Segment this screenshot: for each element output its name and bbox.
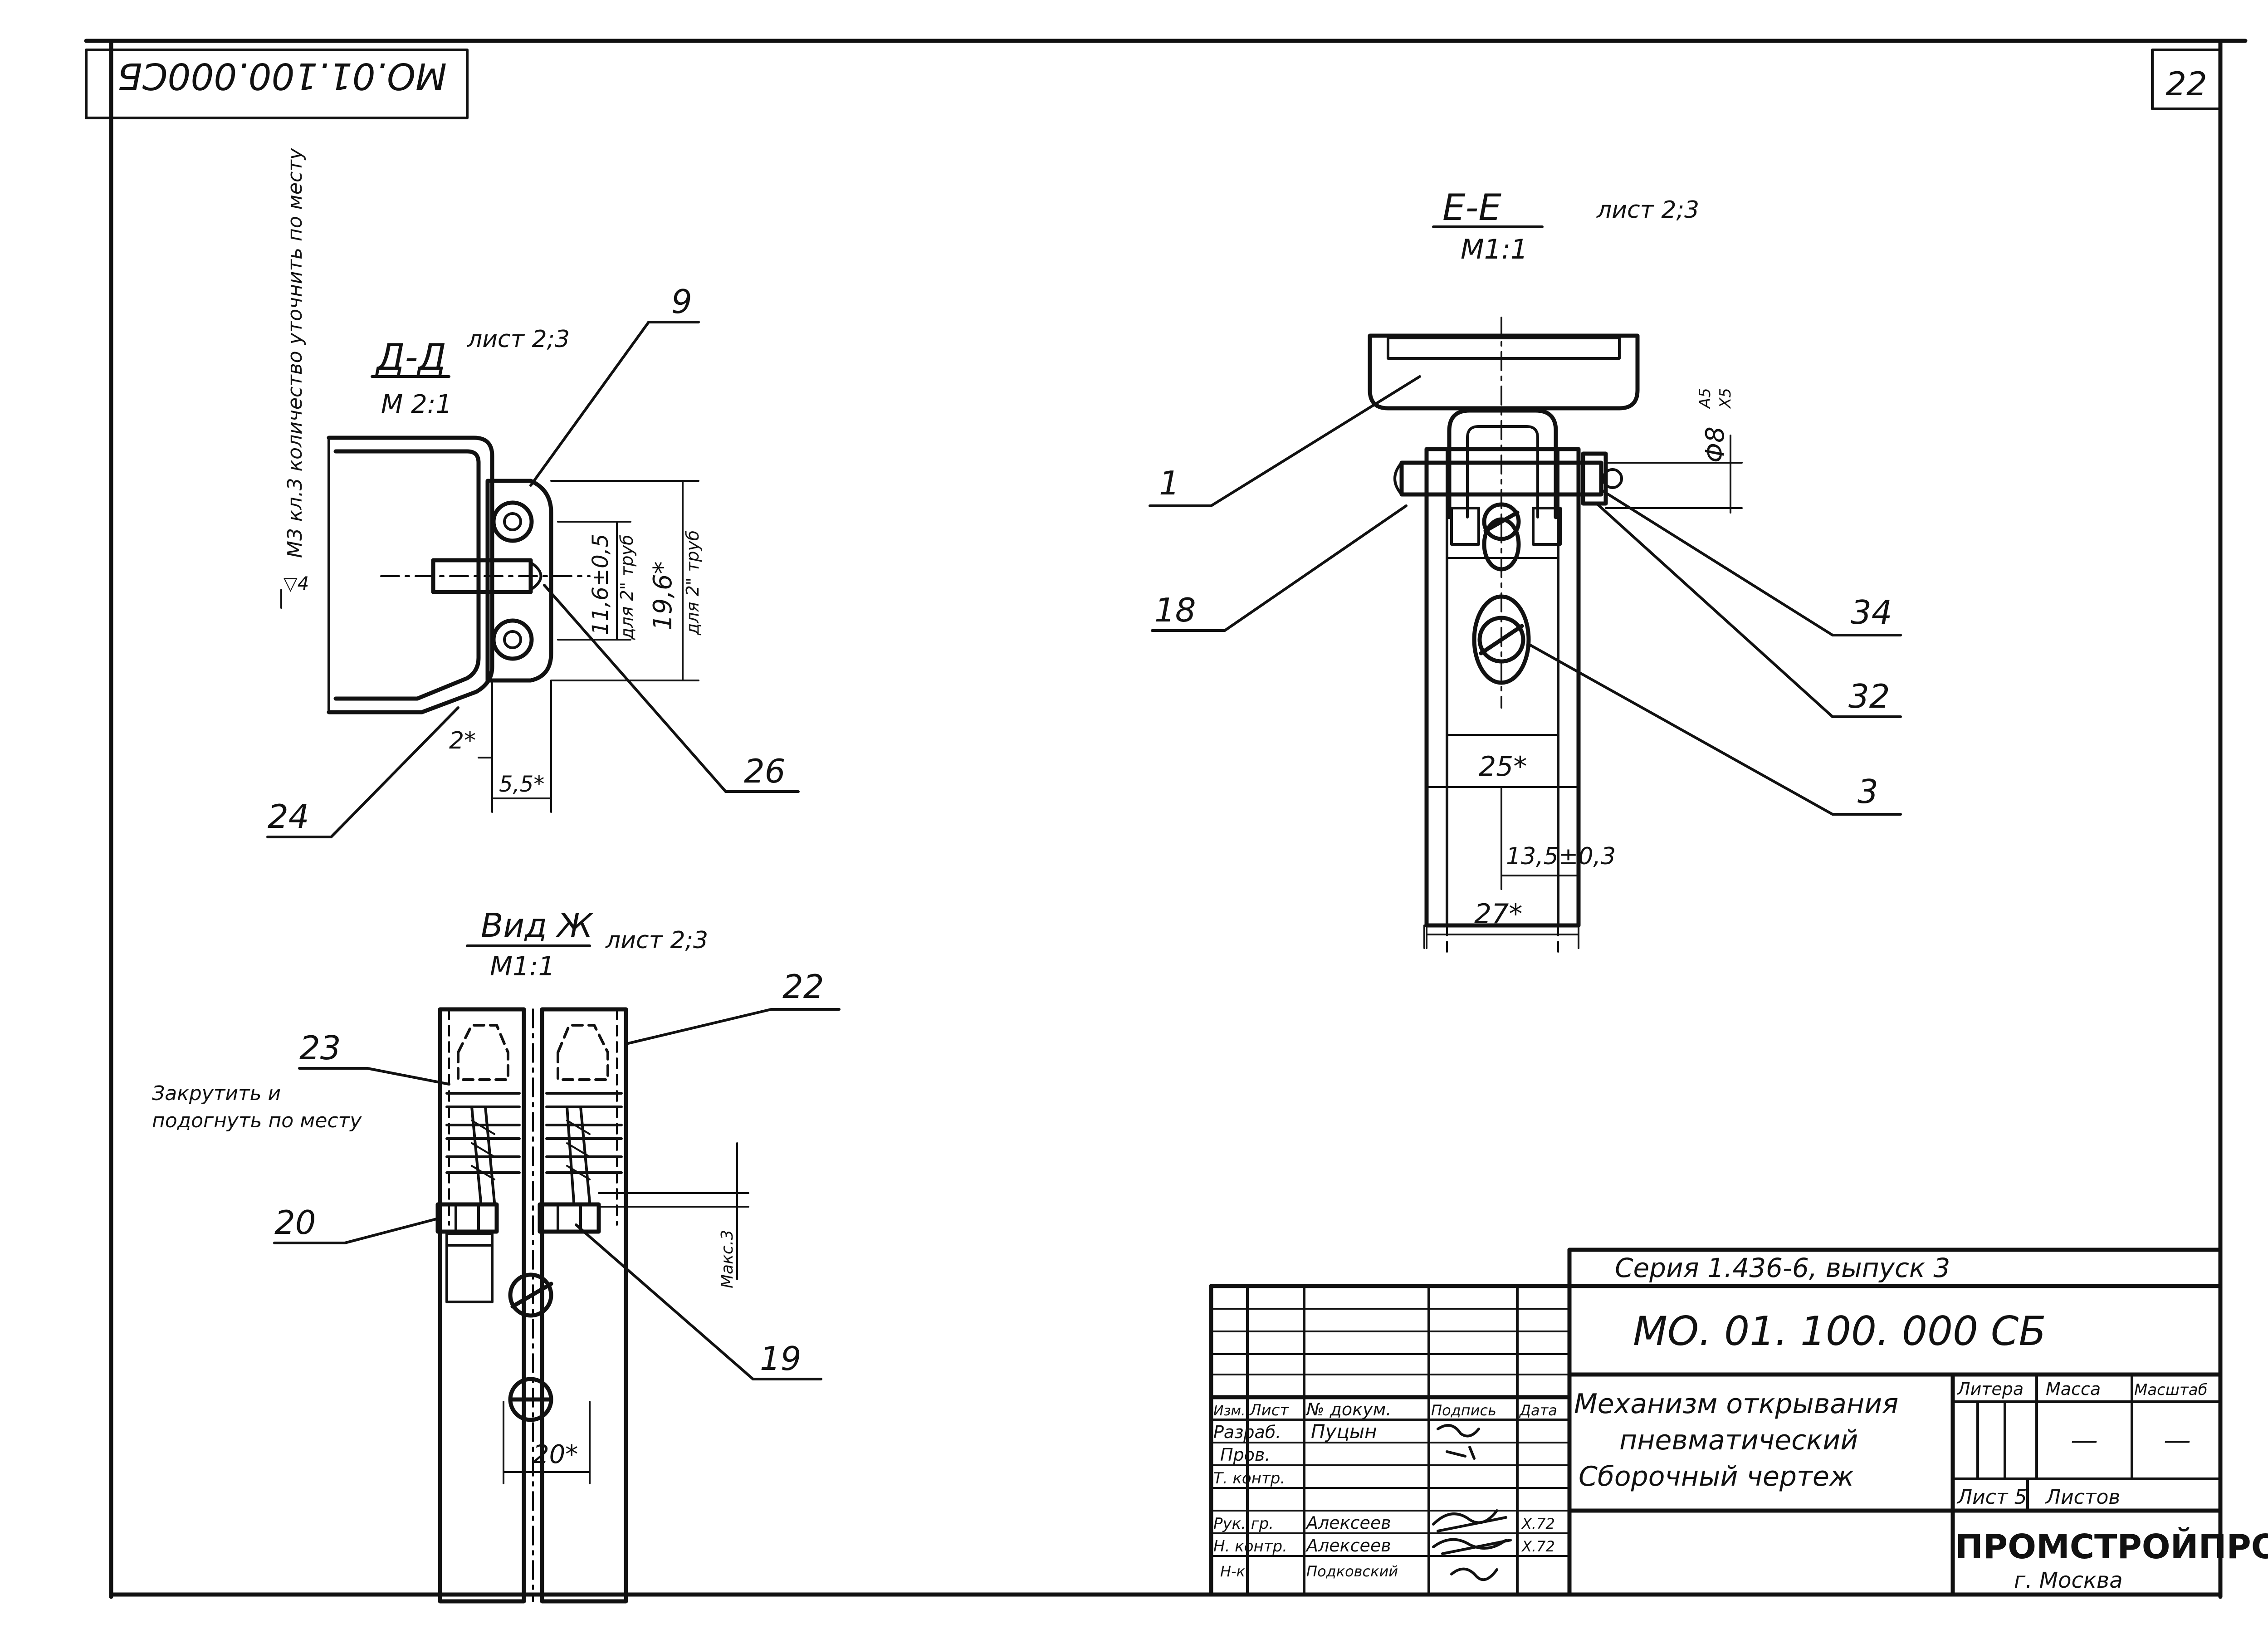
tb-masshtab: Масштаб	[2134, 1381, 2208, 1399]
tb-massa-value: —	[2071, 1424, 2098, 1456]
tb-col-sign: Подпись	[1431, 1402, 1496, 1419]
section-e: Е-Е лист 2;3 М1:1	[1149, 186, 1902, 954]
leader-26: 26	[744, 752, 786, 790]
section-d-scale: М 2:1	[381, 390, 452, 419]
section-d-dim-4: 2*	[449, 727, 476, 754]
leader-18: 18	[1154, 591, 1196, 629]
tb-row-5-role: Н-к	[1220, 1563, 1246, 1580]
rotated-code-box	[85, 49, 469, 119]
section-e-scale: М1:1	[1461, 234, 1528, 265]
tb-litera: Литера	[1956, 1379, 2024, 1399]
tb-row-4-name: Алексеев	[1305, 1536, 1391, 1556]
signature-2	[1432, 1509, 1507, 1532]
leader-24: 24	[268, 797, 309, 836]
section-d-dim-2: 19,6*	[648, 561, 678, 631]
tb-col-docnum: № докум.	[1305, 1399, 1391, 1419]
tb-row-3-role: Рук. гр.	[1213, 1515, 1274, 1533]
tb-col-izm: Изм.	[1213, 1403, 1246, 1419]
view-zh-note-line1: Закрутить и	[152, 1082, 281, 1105]
rotated-code: МО.01.100.000СБ	[117, 55, 447, 97]
tb-row-2-role: Т. контр.	[1213, 1469, 1285, 1487]
tb-row-5-name: Подковский	[1306, 1563, 1398, 1580]
section-e-dim-2: 27*	[1474, 898, 1522, 930]
leader-1: 1	[1159, 464, 1180, 502]
sheet-corner-number: 22	[2165, 65, 2207, 103]
tb-masshtab-value: —	[2164, 1424, 2191, 1456]
tb-sheet-label: Лист 5	[1956, 1486, 2027, 1509]
section-d-dim-5: 5,5*	[499, 772, 544, 797]
signature-1	[1437, 1424, 1480, 1460]
tb-row-1-role: Пров.	[1220, 1445, 1270, 1465]
tb-doc-code: МО. 01. 100. 000 СБ	[1633, 1308, 2046, 1355]
tb-title-line1: Механизм открывания	[1574, 1388, 1898, 1420]
tb-row-3-name: Алексеев	[1305, 1513, 1391, 1533]
section-d-dim-1: для 2" труб	[617, 535, 637, 640]
leader-3: 3	[1857, 773, 1878, 811]
leader-9: 9	[671, 283, 692, 321]
section-d: Д-Д лист 2;3 М 2:1 М3 кл.3 количество ут…	[266, 147, 800, 838]
tb-sheets-label: Листов	[2045, 1486, 2120, 1509]
view-zh-sheet-ref: лист 2;3	[605, 927, 708, 954]
signature-4	[1450, 1567, 1498, 1581]
view-zh-title: Вид Ж	[481, 906, 594, 944]
section-d-dim-3: для 2" труб	[683, 530, 703, 636]
view-zh-dim-width: 20*	[533, 1440, 578, 1469]
tb-row-3-date: X.72	[1521, 1515, 1555, 1532]
leader-32: 32	[1848, 677, 1890, 715]
section-d-note: М3 кл.3 количество уточнить по месту	[284, 147, 307, 558]
section-e-dim-0: 25*	[1479, 751, 1527, 783]
section-d-dim-0: 11,6±0,5	[588, 534, 613, 635]
section-d-weld-symbol: ▽4	[284, 573, 309, 594]
leader-19: 19	[760, 1340, 802, 1378]
tb-col-date: Дата	[1519, 1402, 1557, 1419]
tb-title-line3: Сборочный чертеж	[1579, 1461, 1854, 1492]
tb-row-4-role: Н. контр.	[1213, 1537, 1287, 1556]
tb-row-0-name: Пуцын	[1311, 1420, 1377, 1443]
section-d-title: Д-Д	[375, 336, 446, 378]
sheet-corner-box	[2151, 49, 2222, 110]
leader-34: 34	[1851, 593, 1892, 631]
tb-org: ПРОМСТРОЙПРОЕКТ	[1955, 1526, 2268, 1566]
title-block: Серия 1.436-6, выпуск 3 МО. 01. 100. 000…	[1209, 1248, 2268, 1597]
section-e-dim-1: 13,5±0,3	[1506, 843, 1616, 870]
section-e-sheet-ref: лист 2;3	[1596, 196, 1699, 224]
section-d-sheet-ref: лист 2;3	[467, 326, 570, 353]
view-zh-scale: М1:1	[490, 951, 555, 982]
tb-city: г. Москва	[2014, 1568, 2123, 1593]
leader-23: 23	[299, 1029, 341, 1067]
section-e-dim-fit-bottom: X5	[1716, 388, 1735, 409]
frame: МО.01.100.000СБ 22	[84, 39, 2248, 1599]
view-zh-note-line2: подогнуть по месту	[152, 1109, 362, 1132]
section-e-dim-fit-top: A5	[1696, 388, 1714, 409]
tb-title-line2: пневматический	[1619, 1424, 1858, 1456]
signature-3	[1432, 1538, 1512, 1555]
tb-massa: Масса	[2046, 1379, 2101, 1399]
section-e-dim-dia: Φ8	[1701, 426, 1730, 463]
tb-col-list: Лист	[1249, 1401, 1289, 1419]
tb-series: Серия 1.436-6, выпуск 3	[1615, 1252, 1950, 1283]
leader-20: 20	[274, 1203, 316, 1242]
tb-row-0-role: Разраб.	[1213, 1422, 1281, 1442]
section-e-title: Е-Е	[1442, 186, 1501, 229]
view-zh: Вид Ж лист 2;3 М1:1	[152, 906, 841, 1604]
leader-22: 22	[782, 968, 824, 1006]
view-zh-dim-max: Макс.3	[718, 1230, 737, 1288]
tb-row-4-date: X.72	[1521, 1538, 1555, 1555]
